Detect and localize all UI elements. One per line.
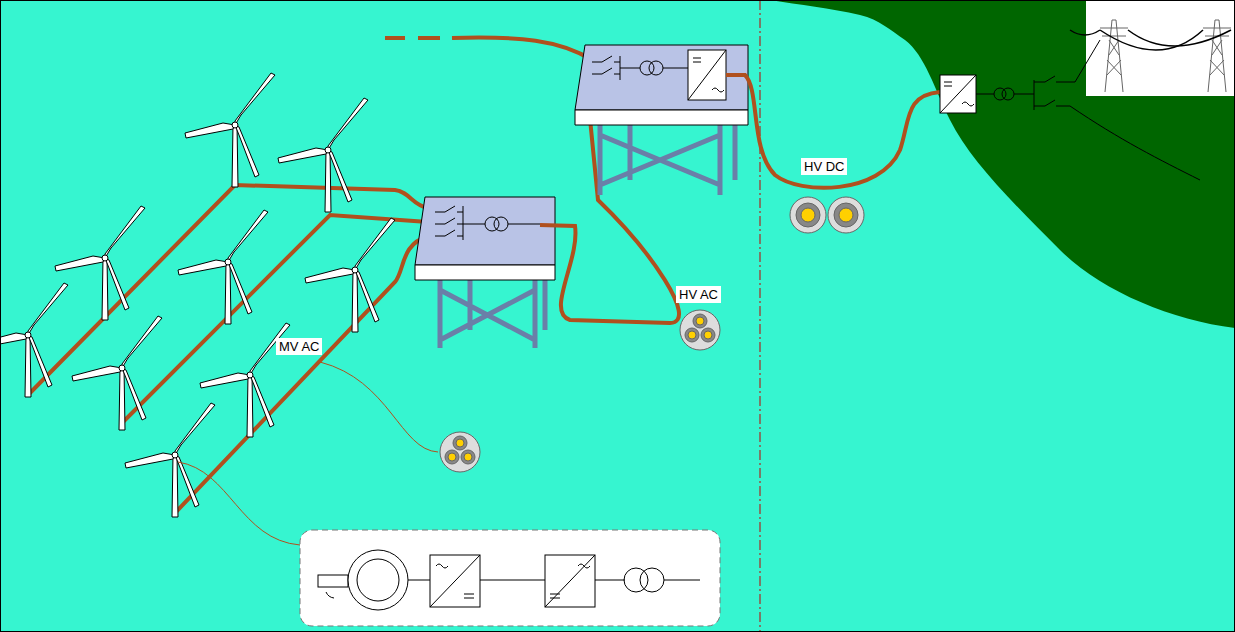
cable-label: MV AC bbox=[276, 338, 322, 355]
cable-label: HV AC bbox=[676, 286, 721, 303]
cable-label: HV DC bbox=[801, 158, 847, 175]
